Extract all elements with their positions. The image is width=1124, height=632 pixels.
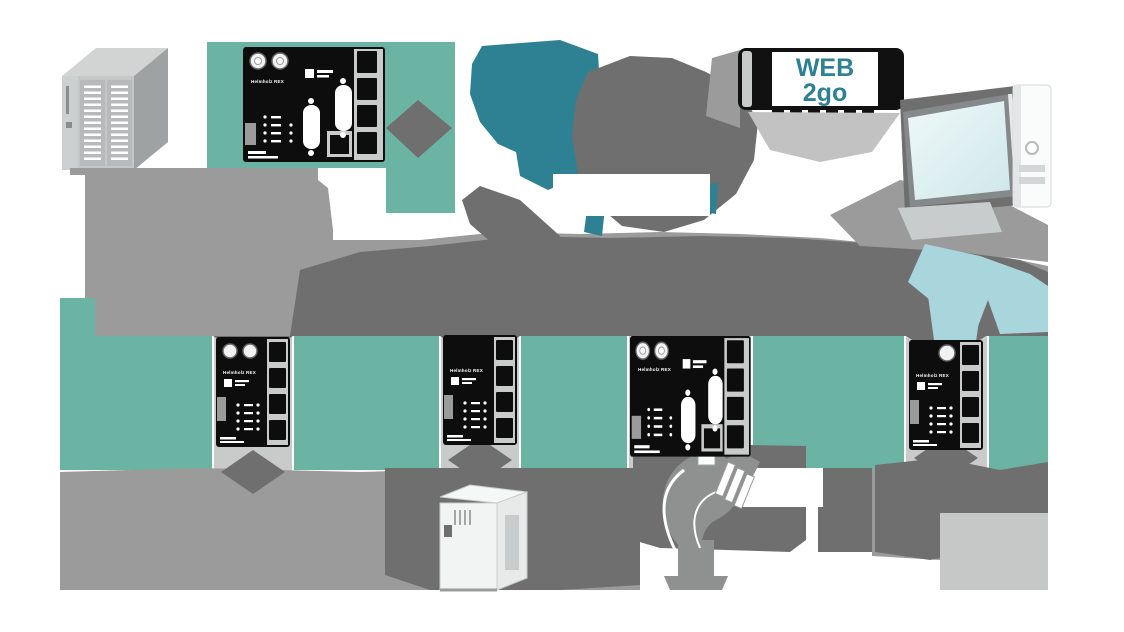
monitor-screen	[908, 101, 1010, 200]
cabinet-vents	[454, 510, 471, 525]
rex-router-2: Helmholz REX	[443, 335, 517, 445]
cloud-left-arm	[462, 186, 560, 262]
drive-slot	[1019, 177, 1045, 184]
connection-lightblue-tongue	[928, 296, 982, 342]
router-faceplate-label: Helmholz REX	[223, 370, 256, 375]
router-faceplate-label: Helmholz REX	[638, 367, 671, 372]
rex-router-3: Helmholz REX	[630, 336, 751, 457]
antenna-knob	[242, 343, 258, 359]
power-button	[1025, 141, 1039, 155]
cabinet-handle	[444, 525, 452, 537]
desktop-pc	[898, 84, 1052, 240]
phone-screen	[772, 52, 878, 106]
rex-router-top: Helmholz REX	[243, 47, 385, 162]
pc-tower	[1012, 84, 1052, 208]
arrow-diamond-top-left	[386, 100, 452, 158]
rex-router-1: Helmholz REX	[216, 337, 290, 447]
rex-router-4: Helmholz REX	[909, 340, 983, 450]
drive-slot	[1019, 165, 1045, 172]
cabinet-front	[439, 502, 498, 591]
machine-silhouette-right-light	[940, 513, 1048, 590]
web2go-text-line1: WEB	[796, 54, 854, 82]
antenna-knob	[222, 343, 238, 359]
hand-silhouette	[748, 112, 900, 162]
antenna-knob	[938, 344, 956, 362]
teal-swoosh-arrow	[470, 40, 600, 190]
plc-controller	[62, 48, 168, 175]
router-faceplate-label: Helmholz REX	[251, 79, 284, 84]
cabinet-panel	[505, 515, 519, 570]
silhouette-strip	[818, 468, 872, 552]
robot-arm	[662, 451, 760, 590]
web2go-text-line2: 2go	[803, 79, 847, 107]
router-faceplate-label: Helmholz REX	[450, 368, 483, 373]
keyboard-silhouette	[898, 202, 1002, 240]
connection-band-dark	[290, 236, 1048, 336]
web2go-mobile-device: WEB 2go	[706, 48, 904, 162]
arrow-diamond-2	[448, 438, 512, 482]
router-faceplate-label: Helmholz REX	[916, 373, 949, 378]
robot-gripper-slats	[714, 461, 755, 510]
cloud-label-blank	[553, 174, 710, 216]
control-cabinet	[439, 484, 528, 592]
robot-base	[664, 576, 728, 590]
arrow-diamond-1	[221, 450, 285, 494]
